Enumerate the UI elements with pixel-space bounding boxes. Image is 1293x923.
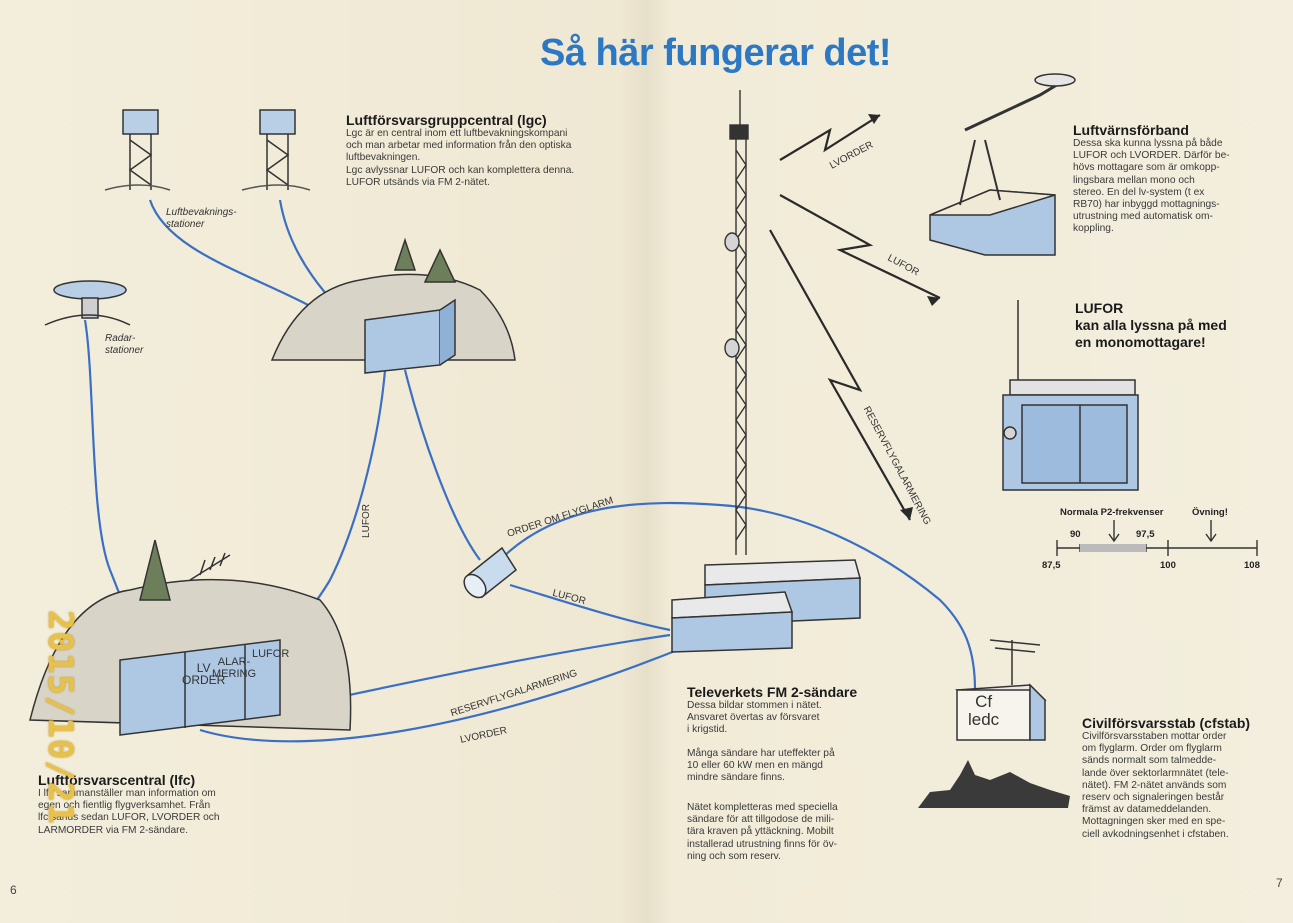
- lgc-text: Lgc är en central inom ett luftbevakning…: [346, 128, 575, 188]
- date-stamp-text: 2015/10/21: [40, 610, 80, 825]
- bunker-alar-label: ALAR- MERING: [212, 656, 256, 680]
- radar-station: [44, 280, 131, 326]
- scale-tick-875: 87,5: [1042, 560, 1061, 571]
- cfstab-heading: Civilförsvarsstab (cfstab): [1082, 715, 1251, 731]
- televerket-text-1: Dessa bildar stommen i nätet. Ansvaret ö…: [687, 700, 822, 736]
- cf-box-label: Cf ledc: [968, 692, 1000, 729]
- lufor-radio-heading: LUFOR kan alla lyssna på med en monomott…: [1075, 300, 1227, 350]
- lookout-tower-1: [104, 109, 171, 191]
- lufor-vertical-label: LUFOR: [360, 504, 372, 538]
- air-defence-unit: [929, 73, 1076, 256]
- televerket-text-2: Många sändare har uteffekter på 10 eller…: [687, 748, 835, 784]
- televerket-heading: Televerkets FM 2-sändare: [687, 684, 858, 700]
- cable-connector: [463, 546, 517, 599]
- city-silhouette: [918, 760, 1070, 808]
- scale-tick-100: 100: [1160, 560, 1176, 571]
- lgc-hill: [270, 237, 516, 374]
- luftvarn-heading: Luftvärnsförband: [1073, 122, 1189, 138]
- transmitter-buildings: [671, 559, 861, 653]
- lgc-heading: Luftförsvarsgruppcentral (lgc): [346, 112, 547, 128]
- lfc-text: I lfc sammanställer man information om e…: [38, 788, 220, 836]
- lfc-heading: Luftförsvarscentral (lfc): [38, 772, 196, 788]
- fm-mast: [724, 90, 749, 555]
- cfstab-text: Civilförsvarsstaben mottar order om flyg…: [1082, 731, 1229, 840]
- mono-radio: [1002, 300, 1139, 491]
- page-number-right: 7: [1276, 876, 1283, 890]
- radar-label: Radar- stationer: [105, 333, 144, 356]
- radio-arrows: [769, 114, 941, 521]
- televerket-text-3: Nätet kompletteras med speciella sändare…: [687, 802, 838, 862]
- luftbevakning-label: Luftbevaknings- stationer: [166, 207, 237, 230]
- arrow-heads: [868, 114, 940, 520]
- date-stamp: 2015/10/21: [40, 610, 80, 830]
- cf-ledc-box: [955, 639, 1047, 741]
- page-title: Så här fungerar det!: [540, 32, 892, 74]
- scale-tick-90: 90: [1070, 529, 1081, 540]
- scale-ovning: Övning!: [1192, 507, 1228, 518]
- lookout-tower-2: [241, 109, 311, 191]
- scale-normala: Normala P2-frekvenser: [1060, 507, 1164, 518]
- frequency-scale: [1056, 520, 1258, 556]
- luftvarn-text: Dessa ska kunna lyssna på både LUFOR och…: [1073, 138, 1230, 235]
- scale-tick-975: 97,5: [1136, 529, 1155, 540]
- bunker-lv-label: LV ORDER: [182, 661, 226, 687]
- bunker-lufor-label: LUFOR: [252, 648, 290, 660]
- scale-tick-108: 108: [1244, 560, 1260, 571]
- page-number-left: 6: [10, 883, 17, 897]
- lfc-bunker: [29, 539, 352, 736]
